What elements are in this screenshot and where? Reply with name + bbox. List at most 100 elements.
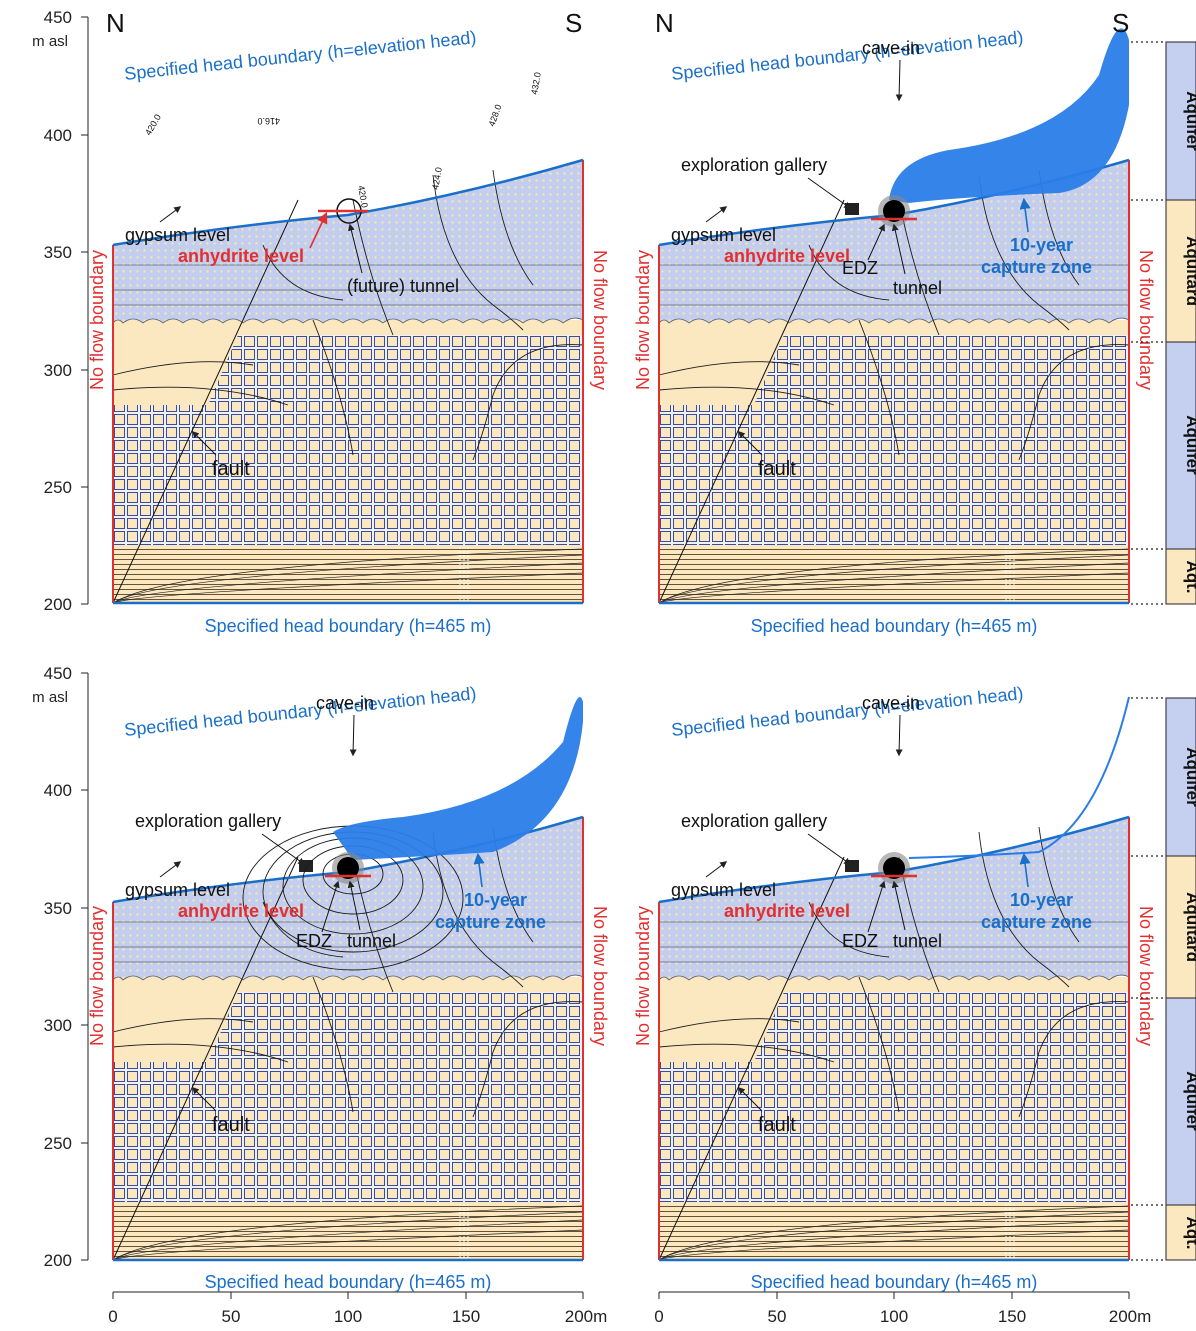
y-axis-unit: m asl: [32, 689, 68, 706]
cave-in-label: cave-in: [862, 38, 920, 58]
x-tick: 100: [334, 1307, 362, 1326]
edz-label: EDZ: [842, 931, 878, 951]
cave-in-label: cave-in: [862, 693, 920, 713]
x-tick: 0: [654, 1307, 663, 1326]
gypsum-level-label: gypsum level: [125, 880, 230, 900]
capture-zone-label-2: capture zone: [981, 257, 1092, 277]
tunnel-label: tunnel: [893, 931, 942, 951]
fault-label: fault: [758, 1114, 796, 1136]
tunnel-core: [883, 200, 905, 222]
x-tick: 150: [452, 1307, 480, 1326]
layer-legend: Aquifer Aquitard Aquifer Aqt. Aquifer Aq…: [1131, 41, 1196, 1261]
contour-label: 416.0: [257, 116, 280, 126]
legend-aqt: [1165, 1204, 1196, 1261]
south-label: S: [565, 8, 582, 38]
bottom-boundary-label: Specified head boundary (h=465 m): [205, 1272, 492, 1292]
contour-label: 428.0: [486, 103, 503, 128]
edz-label: EDZ: [842, 258, 878, 278]
tunnel-label: tunnel: [893, 278, 942, 298]
anhydrite-level-label: anhydrite level: [178, 901, 304, 921]
contour-label: 420.0: [143, 112, 163, 137]
legend-label: Aquitard: [1183, 892, 1196, 962]
y-axis-top: 450 m asl 400 350 300 250 200: [32, 8, 89, 614]
cave-in-label: cave-in: [316, 693, 374, 713]
contour-label: 432.0: [529, 71, 543, 95]
contour-label: 424.0: [430, 166, 444, 190]
y-tick: 250: [44, 1134, 72, 1153]
legend-aquifer-top: [1165, 41, 1196, 201]
legend-aquitard: [1165, 199, 1196, 343]
anhydrite-level-label: anhydrite level: [178, 246, 304, 266]
x-tick: 200m: [1109, 1307, 1152, 1326]
north-label: N: [106, 8, 125, 38]
tunnel-label: tunnel: [347, 931, 396, 951]
legend-aqt: [1165, 548, 1196, 605]
x-axis-left: 0 50 100 150 200m: [108, 1291, 608, 1326]
capture-zone-band: [333, 697, 583, 860]
legend-label: Aqt.: [1183, 1216, 1196, 1249]
annotations-top-right: cave-in exploration gallery gypsum level…: [671, 38, 1092, 480]
panel-top-left: [111, 158, 585, 605]
capture-zone-label-2: capture zone: [435, 912, 546, 932]
exploration-gallery-label: exploration gallery: [681, 811, 827, 831]
y-tick: 350: [44, 243, 72, 262]
legend-label: Aquifer: [1183, 91, 1196, 151]
x-tick: 200m: [565, 1307, 608, 1326]
y-tick: 450: [44, 664, 72, 683]
top-boundary-label: Specified head boundary (h=elevation hea…: [123, 27, 477, 84]
top-boundary-label: Specified head boundary (h=elevation hea…: [123, 683, 477, 740]
y-tick: 400: [44, 126, 72, 145]
capture-zone-band: [889, 28, 1129, 203]
fault-label: fault: [758, 458, 796, 480]
no-flow-label: No flow boundary: [87, 250, 107, 390]
future-tunnel-label: (future) tunnel: [347, 276, 459, 296]
legend-label: Aquifer: [1183, 415, 1196, 475]
south-label: S: [1112, 8, 1129, 38]
y-tick: 300: [44, 1016, 72, 1035]
capture-zone-label-1: 10-year: [464, 890, 527, 910]
panel-top-right: [657, 28, 1131, 605]
y-tick: 300: [44, 361, 72, 380]
fault-label: fault: [212, 1114, 250, 1136]
no-flow-label: No flow boundary: [87, 906, 107, 1046]
no-flow-label: No flow boundary: [1136, 250, 1156, 390]
y-tick: 200: [44, 1251, 72, 1270]
legend-label: Aquifer: [1183, 747, 1196, 807]
x-tick: 100: [880, 1307, 908, 1326]
annotations-bottom-left: cave-in exploration gallery gypsum level…: [125, 693, 546, 1136]
tunnel-core: [883, 857, 905, 879]
legend-aquifer-top: [1165, 697, 1196, 857]
no-flow-label: No flow boundary: [633, 906, 653, 1046]
anhydrite-level-label: anhydrite level: [724, 246, 850, 266]
y-axis-unit: m asl: [32, 33, 68, 50]
fault-label: fault: [212, 458, 250, 480]
capture-zone-line: [908, 696, 1130, 859]
bottom-boundary-label: Specified head boundary (h=465 m): [751, 616, 1038, 636]
exploration-gallery: [845, 203, 859, 215]
no-flow-label: No flow boundary: [633, 250, 653, 390]
no-flow-label: No flow boundary: [590, 906, 610, 1046]
x-tick: 150: [998, 1307, 1026, 1326]
x-tick: 50: [768, 1307, 787, 1326]
no-flow-label: No flow boundary: [1136, 906, 1156, 1046]
exploration-gallery-label: exploration gallery: [681, 155, 827, 175]
bottom-boundary-label: Specified head boundary (h=465 m): [751, 1272, 1038, 1292]
annotations-top-left: gypsum level anhydrite level (future) tu…: [125, 206, 459, 480]
gypsum-level-label: gypsum level: [671, 225, 776, 245]
legend-aquifer-lower: [1165, 341, 1196, 550]
y-tick: 450: [44, 8, 72, 27]
bottom-boundary-label: Specified head boundary (h=465 m): [205, 616, 492, 636]
y-axis-bottom: 450 m asl 400 350 300 250 200: [32, 664, 89, 1270]
legend-label: Aquitard: [1183, 236, 1196, 306]
y-tick: 400: [44, 781, 72, 800]
exploration-gallery-label: exploration gallery: [135, 811, 281, 831]
north-label: N: [655, 8, 674, 38]
legend-label: Aquifer: [1183, 1071, 1196, 1131]
top-boundary-label: Specified head boundary (h=elevation hea…: [670, 27, 1024, 84]
x-tick: 50: [222, 1307, 241, 1326]
x-axis-right: 0 50 100 150 200m: [654, 1291, 1152, 1326]
gypsum-level-label: gypsum level: [125, 225, 230, 245]
capture-zone-label-2: capture zone: [981, 912, 1092, 932]
y-tick: 350: [44, 899, 72, 918]
panel-bottom-left: [111, 697, 585, 1262]
